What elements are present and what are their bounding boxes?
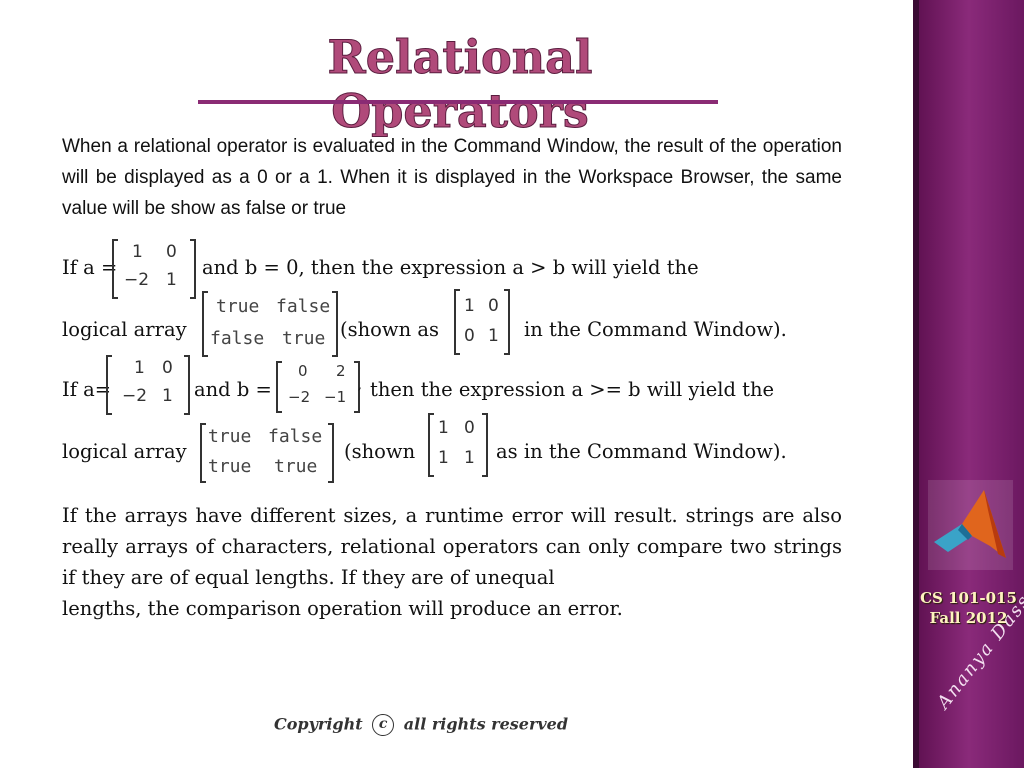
matrix-cell: 0 xyxy=(298,362,308,380)
matrix-cell: 0 xyxy=(488,296,499,316)
matrix-cell: −2 xyxy=(124,270,150,290)
matrix-cell: 1 xyxy=(464,296,475,316)
matrix-cell: true xyxy=(282,328,326,349)
slide-title: Relational Operators xyxy=(327,30,593,139)
matrix-cell: −2 xyxy=(288,388,311,406)
matrix-cell: 2 xyxy=(336,362,346,380)
course-term: Fall 2012 xyxy=(929,609,1008,627)
ex1-numeric-array: 1 0 0 1 xyxy=(454,289,510,355)
copyright-word: Copyright xyxy=(274,714,363,734)
matrix-cell: 1 xyxy=(464,448,475,468)
ex1-line2-end: in the Command Window). xyxy=(524,318,787,341)
ex2-line2-text: (shown xyxy=(344,440,416,463)
final-paragraph: If the arrays have different sizes, a ru… xyxy=(62,500,842,624)
ex1-logical-array: true false false true xyxy=(202,291,338,357)
ex1-matrix-a: 1 0 −2 1 xyxy=(112,239,196,299)
matrix-cell: true xyxy=(274,456,318,477)
final-paragraph-last-line: lengths, the comparison operation will p… xyxy=(62,597,623,620)
matrix-cell: 1 xyxy=(438,448,449,468)
final-paragraph-text: If the arrays have different sizes, a ru… xyxy=(62,504,842,589)
matrix-cell: 0 xyxy=(464,326,475,346)
title-underline xyxy=(198,100,718,104)
matrix-cell: −2 xyxy=(122,386,148,406)
matrix-cell: true xyxy=(216,296,260,317)
matrix-cell: false xyxy=(276,296,331,317)
copyright-icon: c xyxy=(372,714,395,736)
ex2-line1-label: If a= xyxy=(62,378,112,401)
ex2-line1-text: and b = xyxy=(194,378,272,401)
matrix-cell: 1 xyxy=(134,358,145,378)
matrix-cell: true xyxy=(208,456,252,477)
matrix-cell: 0 xyxy=(166,242,177,262)
matrix-cell: 1 xyxy=(132,242,143,262)
course-code: CS 101-015 xyxy=(920,589,1017,607)
matrix-cell: 1 xyxy=(166,270,177,290)
matlab-logo-icon xyxy=(928,480,1013,570)
copyright-notice: Copyright c all rights reserved xyxy=(274,714,568,736)
matrix-cell: 1 xyxy=(488,326,499,346)
ex1-line2-label: logical array xyxy=(62,318,187,341)
matrix-cell: 0 xyxy=(162,358,173,378)
ex2-line2-label: logical array xyxy=(62,440,187,463)
matrix-cell: 1 xyxy=(438,418,449,438)
ex2-numeric-array: 1 0 1 1 xyxy=(428,413,488,477)
ex1-line1-label: If a = xyxy=(62,256,118,279)
ex2-matrix-a: 1 0 −2 1 xyxy=(106,355,190,415)
sidebar-stripe xyxy=(913,0,919,768)
ex1-line2-text: (shown as xyxy=(340,318,439,341)
ex2-matrix-b: 0 2 −2 −1 xyxy=(276,361,360,413)
matrix-cell: 1 xyxy=(162,386,173,406)
course-label: CS 101-015 Fall 2012 xyxy=(913,588,1024,628)
ex2-line2-end: as in the Command Window). xyxy=(496,440,787,463)
intro-paragraph: When a relational operator is evaluated … xyxy=(62,136,842,219)
matrix-cell: false xyxy=(268,426,323,447)
ex2-comma: , xyxy=(358,378,362,392)
sidebar-panel: CS 101-015 Fall 2012 Ananya Dass xyxy=(913,0,1024,768)
matrix-cell: −1 xyxy=(324,388,347,406)
ex2-logical-array: true false true true xyxy=(200,423,334,483)
ex2-line1-end: then the expression a >= b will yield th… xyxy=(370,378,775,401)
matrix-cell: 0 xyxy=(464,418,475,438)
slide: Relational Operators When a relational o… xyxy=(62,29,842,736)
copyright-rights: all rights reserved xyxy=(403,714,569,734)
matrix-cell: false xyxy=(210,328,265,349)
matrix-cell: true xyxy=(208,426,252,447)
ex1-line1-text: and b = 0, then the expression a > b wil… xyxy=(202,256,699,279)
